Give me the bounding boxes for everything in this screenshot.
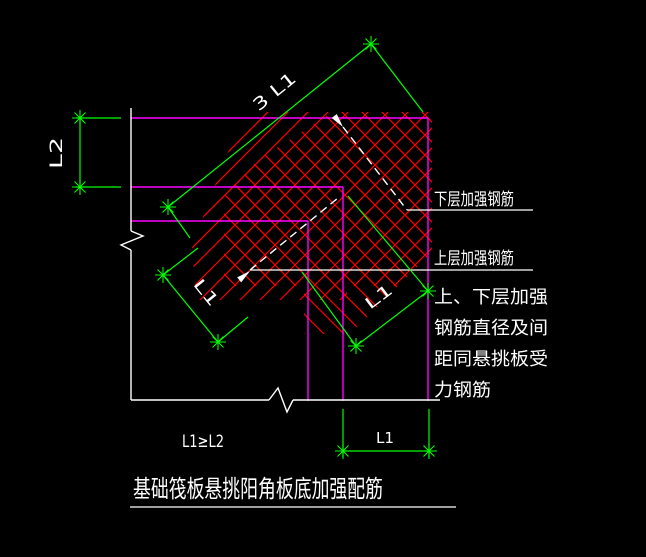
condition-label: L1≥L2 [182, 432, 224, 452]
dimension-l2 [71, 109, 121, 196]
lower-layer-bar-symbol [342, 126, 408, 211]
rebar-line [214, 112, 432, 300]
rebar-line [192, 112, 301, 300]
dimension-l1-bottom [334, 409, 438, 460]
rebar-hatch-lower-diagonal [224, 112, 432, 334]
dim-tick-icon [154, 266, 172, 284]
rebar-line [269, 112, 432, 334]
slab-edges [131, 117, 429, 401]
drawing-title: 基础筏板悬挑阳角板底加强配筋 [133, 475, 383, 503]
rebar-line [274, 112, 432, 300]
rebar-line [389, 112, 432, 334]
rebar-line [249, 112, 432, 334]
dim-tick-icon [334, 442, 352, 460]
upper-bar-arrowhead-icon [237, 271, 250, 283]
break-symbol-bottom [268, 386, 294, 414]
dim-label-l1-right: L1 [361, 280, 396, 313]
upper-layer-bar-symbol [249, 197, 339, 271]
cut-edges [119, 108, 440, 414]
dim-tick-icon [159, 198, 177, 216]
rebar-line [289, 112, 432, 334]
dim-tick-icon [347, 337, 365, 355]
rebar-line [309, 112, 432, 334]
rebar-line [192, 112, 341, 300]
dim-tick-icon [71, 178, 89, 196]
dim-tick-icon [71, 109, 89, 127]
side-note: 上、下层加强 钢筋直径及间 距同悬挑板受 力钢筋 [434, 287, 548, 401]
rebar-line [192, 112, 281, 300]
rebar-line [369, 112, 432, 334]
rebar-line [254, 112, 432, 300]
note-line-1: 上、下层加强 [434, 287, 548, 308]
note-line-2: 钢筋直径及间 [434, 318, 548, 339]
dimension-l1-right [301, 195, 437, 355]
rebar-line [234, 112, 432, 300]
dim-label-3l1: 3 L1 [249, 69, 300, 116]
bar-symbols [237, 114, 533, 283]
dimension-3l1 [159, 35, 424, 239]
rebar-line [229, 112, 432, 334]
rebar-line [224, 112, 376, 334]
rebar-line [192, 112, 321, 300]
rebar-line [192, 112, 361, 300]
dimension-l1-left [154, 247, 249, 351]
dim-label-l1-left: L1 [189, 275, 223, 310]
upper-layer-label: 上层加强钢筋 [434, 249, 514, 269]
dim-tick-icon [420, 442, 438, 460]
rebar-line [192, 112, 401, 300]
rebar-line [192, 112, 381, 300]
rebar-line [224, 112, 396, 334]
break-symbol-left [119, 230, 145, 251]
dim-tick-icon [362, 35, 380, 53]
dim-label-l1-bottom: L1 [376, 429, 394, 447]
note-line-3: 距同悬挑板受 [434, 349, 548, 370]
rebar-line [224, 112, 416, 334]
dim-label-l2: L2 [47, 137, 67, 169]
rebar-line [294, 112, 432, 300]
rebar-line [224, 112, 356, 334]
dim-tick-icon [209, 333, 227, 351]
rebar-line [329, 112, 432, 334]
rebar-line [192, 112, 421, 300]
rebar-line [194, 112, 432, 300]
rebar-line [349, 112, 432, 334]
lower-layer-label: 下层加强钢筋 [434, 190, 514, 210]
lower-bar-arrowhead-icon [331, 114, 343, 127]
rebar-line [409, 112, 432, 334]
note-line-4: 力钢筋 [434, 380, 491, 401]
